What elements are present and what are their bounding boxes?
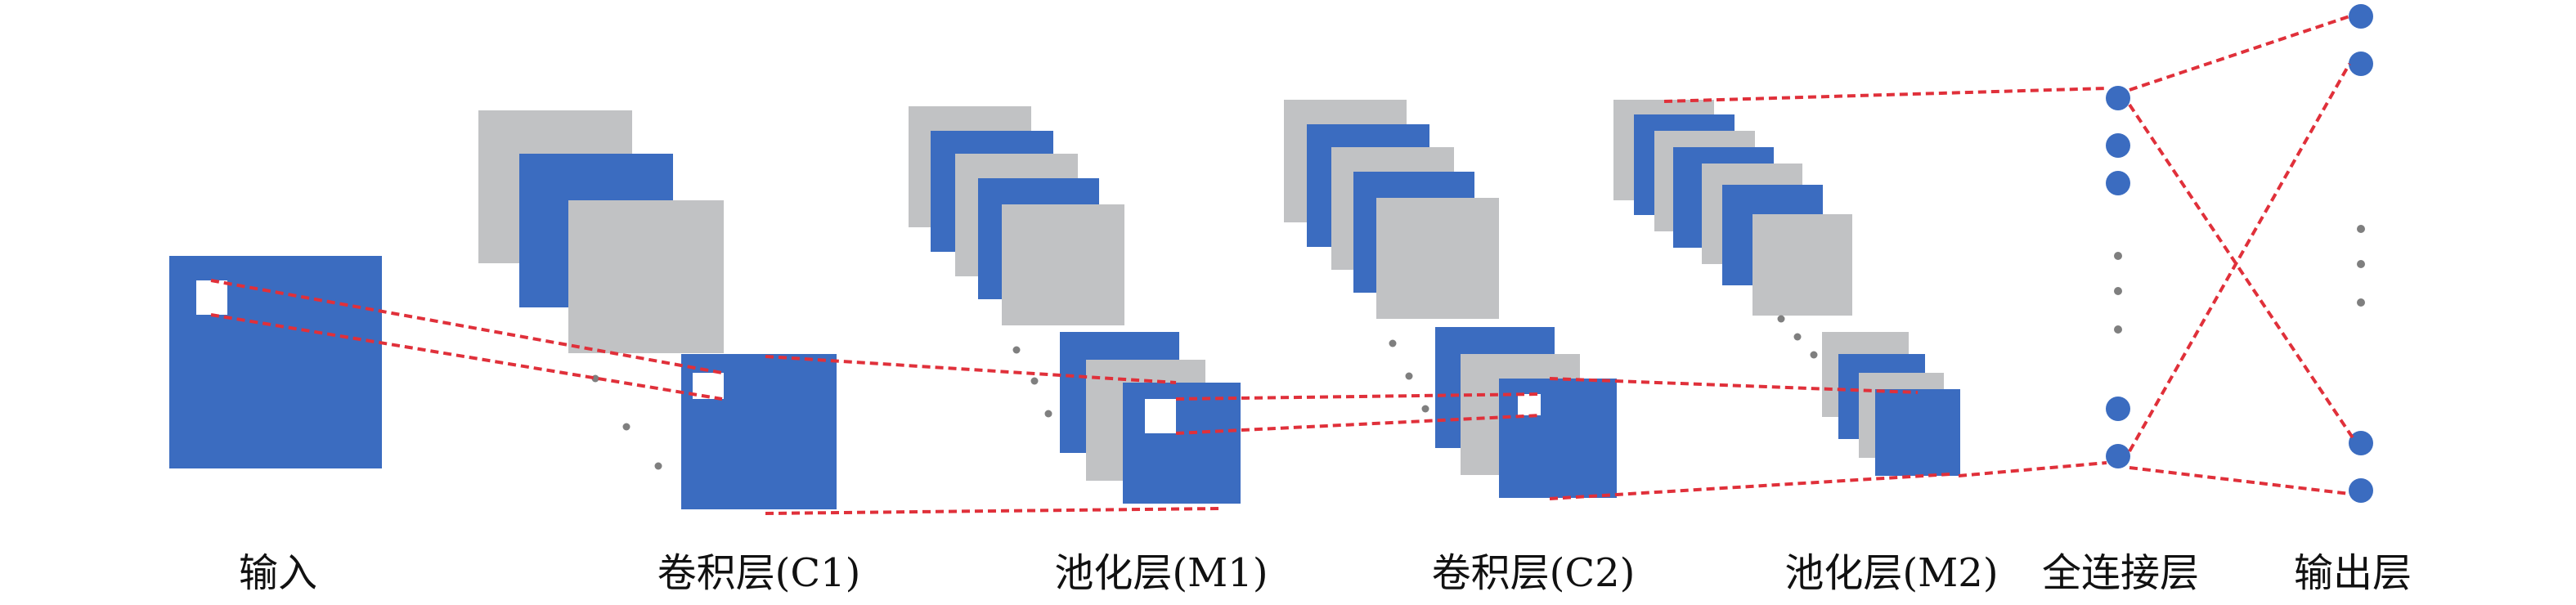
pool1-ellipsis-dot [1030,377,1039,385]
output-node [2349,4,2373,29]
input-receptive-window [196,280,227,315]
label-conv2: 卷积层(C2) [1432,550,1636,596]
conv2-layer [1284,100,1617,498]
pool1-map-last [1123,383,1241,504]
connection-line [2128,63,2351,452]
conv1-layer [478,110,837,509]
connection-line [765,507,1221,515]
connection-line [1549,473,1951,500]
conv1-ellipsis-dot [622,423,631,431]
connection-line [2129,15,2350,92]
layer-labels: 输入 卷积层(C1) 池化层(M1) 卷积层(C2) 池化层(M2) 全连接层 … [239,550,2412,596]
output-layer [2349,4,2373,503]
output-ellipsis-dot [2357,298,2365,307]
pool1-map [1002,204,1124,325]
fc-node [2106,444,2130,468]
conv2-map-last [1499,379,1617,498]
fc-node [2106,133,2130,158]
connection-line [1175,392,1542,401]
label-input: 输入 [239,550,317,596]
connection-line [210,279,723,374]
conv1-map-3 [568,200,724,353]
conv2-ellipsis-dot [1421,405,1429,413]
conv2-map [1376,198,1499,319]
conv2-window [1518,394,1541,415]
pool1-layer [909,106,1241,504]
fc-node [2106,86,2130,110]
output-ellipsis-dot [2357,260,2365,268]
input-layer [169,256,382,468]
connection-line [2128,103,2357,443]
pool2-ellipsis-dot [1793,333,1802,341]
connection-line [2129,466,2350,495]
label-fc: 全连接层 [2042,550,2199,596]
conv2-ellipsis-dot [1405,372,1413,380]
conv1-ellipsis-dot [654,462,662,470]
label-pool1: 池化层(M1) [1054,550,1268,596]
fc-layer [2106,86,2130,468]
pool2-map-last [1875,389,1960,476]
connection-line [765,355,1177,384]
pool2-layer [1613,100,1960,476]
connection-line [1958,461,2107,477]
output-ellipsis-dot [2357,225,2365,233]
connection-line [1663,87,2107,103]
label-output: 输出层 [2294,550,2412,596]
label-conv1: 卷积层(C1) [657,550,861,596]
conv2-ellipsis-dot [1389,339,1397,347]
connection-line [1549,377,1919,394]
pool2-ellipsis-dot [1810,351,1818,359]
fc-ellipsis-dot [2114,287,2122,295]
fc-ellipsis-dot [2114,325,2122,334]
pool1-ellipsis-dot [1044,410,1052,418]
connection-lines [210,15,2357,515]
connection-line [1175,414,1542,435]
conv1-window [693,373,724,399]
fc-node [2106,171,2130,195]
pool2-ellipsis-dot [1777,315,1785,323]
output-node [2349,431,2373,455]
label-pool2: 池化层(M2) [1784,550,1998,596]
fc-node [2106,397,2130,421]
pool2-map [1752,214,1852,316]
fc-ellipsis-dot [2114,252,2122,260]
connection-line [210,313,723,401]
output-node [2349,478,2373,503]
pool1-ellipsis-dot [1012,346,1021,354]
output-node [2349,52,2373,76]
pool1-window [1145,399,1176,433]
